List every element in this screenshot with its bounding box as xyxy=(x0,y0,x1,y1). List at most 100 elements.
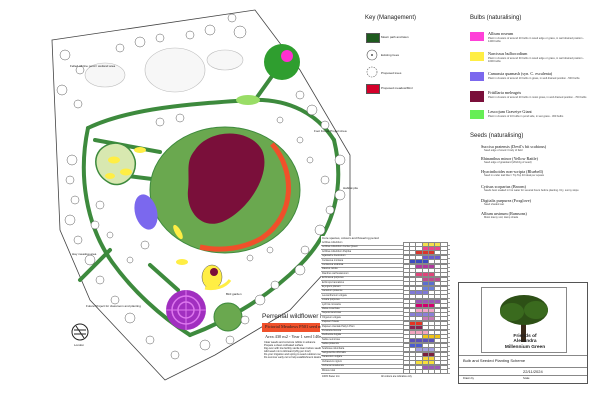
species-name: Centaurea scabiosa xyxy=(322,263,344,266)
perennial-heading: Perrenial wildflower bed xyxy=(262,313,332,320)
allium-bed xyxy=(210,268,218,276)
drawing-date: 22/11/2024 xyxy=(523,369,543,374)
key-heading: Key (Management) xyxy=(365,15,417,21)
key-label: Proposed meadow/Mml xyxy=(381,86,413,90)
species-name: Achillea millefolium Paprika xyxy=(322,249,352,253)
title-block: Friends of Alexandra Millennium Green Bu… xyxy=(458,282,588,384)
bulb-name: Narcissus bulbocodium xyxy=(488,51,528,56)
narcissus-bed xyxy=(173,224,183,240)
bulb-swatch xyxy=(470,32,484,41)
table-row: Agastache foeniculum xyxy=(321,254,450,260)
key-swatch-meadow xyxy=(366,84,380,94)
divider xyxy=(459,355,587,356)
species-name: Centaurea montana xyxy=(322,258,344,262)
left-meadow-patches xyxy=(95,142,146,186)
bulb-desc: Plant in clusters of 10 bulbs in pond si… xyxy=(488,115,564,118)
clearing xyxy=(144,47,206,93)
bulb-desc: Plant in clusters of around 30 bulbs in … xyxy=(488,57,585,64)
map-label-meadow: Hay meadow area xyxy=(72,252,97,256)
pond-area xyxy=(264,44,300,80)
perennial-note: Add seed mix to kiln/sand (20g per 2m2) xyxy=(264,350,311,353)
key-label: Existing trees xyxy=(381,53,400,57)
bulbs-heading: Bulbs (naturalising) xyxy=(470,15,522,21)
species-name: Salvia pratensis xyxy=(322,342,339,346)
map-label-habitat: Habitat pile xyxy=(343,186,359,190)
table-row: Verbena bonariensis xyxy=(321,364,450,370)
north-arrow-logo xyxy=(71,323,89,341)
seed-desc: Seed edge of wood / body of field xyxy=(484,149,523,152)
leucojum-bed xyxy=(236,95,260,105)
seed-desc: Seeds best soaked in hot water for sever… xyxy=(484,189,579,192)
species-name: Daucus carota xyxy=(322,267,338,271)
map-label-pond: Felled off-line pond / wetland area xyxy=(70,64,116,68)
species-table-heading: Core species, colours and flowering peri… xyxy=(322,236,379,240)
species-name: Dianthus carthusianorum xyxy=(322,271,349,275)
narcissus-bed xyxy=(176,259,188,265)
seed-desc: Moist loamy soil, damp shade xyxy=(484,216,519,219)
species-name: Leucanthemum vulgare xyxy=(322,293,347,297)
species-name: Mixture total xyxy=(322,368,336,372)
existing-tree-icon xyxy=(366,49,378,61)
species-table-footer-note: All colours are indicative only xyxy=(381,375,412,378)
table-row: Salvia nemorosa xyxy=(321,337,450,344)
seed-name: Hyacinthoides non-scripta (Bluebell) xyxy=(481,169,544,174)
table-row: Verbascum nigrum xyxy=(321,359,450,366)
species-name: Rudbeckia fulgida xyxy=(322,333,342,337)
species-name: Scabiosa columbaria xyxy=(322,346,345,350)
species-name: Tanacetum vulgare xyxy=(322,355,343,359)
seeds-heading: Seeds (naturalising) xyxy=(470,133,524,139)
pond-inner xyxy=(281,50,293,62)
table-row: Echinacea purpurea xyxy=(321,276,450,282)
species-name: Sanguisorba officinalis xyxy=(322,351,346,354)
drawing-title: Bulb and Seeded Planting Scheme xyxy=(463,358,526,363)
species-table-footer: 100% flower mix xyxy=(322,375,340,378)
species-colour-cell xyxy=(440,369,448,375)
bulb-name: Allium roseum xyxy=(488,31,514,36)
scale-label: Scale xyxy=(523,377,530,380)
allium-circle-bed xyxy=(166,290,206,330)
map-label-future: Future Project for classroom and plantin… xyxy=(86,304,141,308)
perennial-note: Do your irrigation and spring to seed ou… xyxy=(264,353,334,356)
species-name: Linaria purpurea xyxy=(322,298,340,302)
logo-label: London xyxy=(74,343,85,347)
clearing xyxy=(84,62,126,88)
table-row: Tanacetum vulgare xyxy=(321,355,450,361)
perennial-note: Clear weeds and concrete rubble in advan… xyxy=(264,341,316,344)
species-name: Lychnis coronaria xyxy=(322,302,341,306)
narcissus-bed xyxy=(204,279,232,291)
table-row: Dianthus carthusianorum xyxy=(321,271,450,278)
species-name: Eryngium planum xyxy=(322,285,341,288)
key-label: Mown path and lawn xyxy=(381,35,409,39)
clearing xyxy=(206,49,244,71)
bulb-desc: Plant in clusters of around 20 bulbs in … xyxy=(488,37,585,44)
species-name: Verbascum nigrum xyxy=(322,359,342,363)
bulb-swatch xyxy=(470,52,484,61)
table-row: Lychnis coronaria xyxy=(321,302,450,309)
logo-frame: Friends of Alexandra Millennium Green xyxy=(481,287,567,353)
key-label: Proposed trees xyxy=(381,71,402,75)
seed-desc: Seed in under leaf litter / Tip Top 40 i… xyxy=(484,174,545,177)
species-name: Malva moschata xyxy=(322,307,340,310)
species-name: Agastache foeniculum xyxy=(322,254,346,258)
species-name: Salvia nemorosa xyxy=(322,337,340,341)
species-name: Nepeta racemosa xyxy=(322,311,341,315)
perennial-wildflower-bed xyxy=(199,142,292,252)
perennial-note: Dig over with low fertility sterile loam… xyxy=(264,347,324,350)
seed-desc: Seed shaded wet xyxy=(484,203,505,206)
perennial-area: Area 430 m2 - Year 1 seed 140m2 xyxy=(265,334,325,339)
species-table: Core species, colours and flowering peri… xyxy=(321,236,450,381)
species-name: Echinops bannaticus xyxy=(322,280,345,284)
species-name: Persicaria bistorta xyxy=(322,329,342,332)
divider xyxy=(459,375,587,376)
existing-trees xyxy=(56,13,346,360)
proposed-tree-icon xyxy=(366,66,378,78)
table-row: Leucanthemum vulgare xyxy=(321,293,450,300)
map-label-bird: Bird garden xyxy=(226,292,242,296)
species-name: Achillea millefolium xyxy=(322,241,343,244)
seed-name: Digitalis purpurea (Foxglove) xyxy=(481,198,532,203)
species-name: Echinacea purpurea xyxy=(322,276,344,280)
species-name: Papaver rhoeas xyxy=(322,320,339,324)
species-name: Achillea millefolium Cerise Queen xyxy=(322,245,358,249)
divider xyxy=(459,367,587,368)
